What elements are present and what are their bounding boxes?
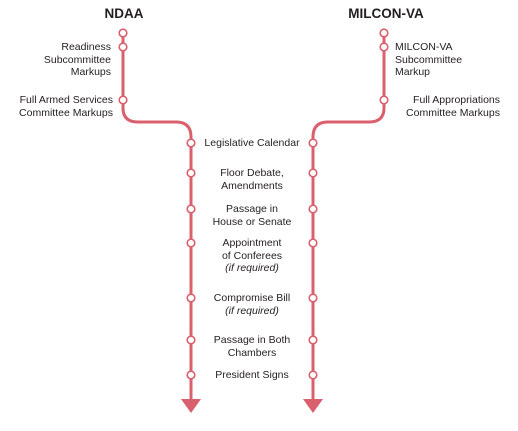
ndaa-president-node [186, 370, 196, 380]
appointment-conferees-label: Appointment of Conferees (if required) [221, 237, 283, 274]
legislative-calendar-label: Legislative Calendar [204, 137, 300, 149]
ndaa-compromise-node [186, 293, 196, 303]
ndaa-calendar-node [186, 138, 196, 148]
ndaa-readiness-node [118, 42, 128, 52]
floor-debate-label: Floor Debate, Amendments [220, 167, 284, 192]
readiness-subcommittee-label: Readiness Subcommittee Markups [43, 41, 111, 78]
full-armed-services-label: Full Armed Services Committee Markups [19, 94, 113, 119]
ndaa-title: NDAA [104, 6, 144, 21]
milcon-track-arrow [303, 399, 323, 413]
ndaa-conferees-node [186, 238, 196, 248]
compromise-bill-label: Compromise Bill (if required) [213, 292, 291, 317]
ndaa-both-chambers-node [186, 335, 196, 345]
milcon-both-chambers-node [308, 335, 318, 345]
milcon-start-node [379, 28, 389, 38]
milcon-va-title: MILCON-VA [348, 6, 424, 21]
milcon-track-line [311, 33, 386, 400]
milcon-conferees-node [308, 238, 318, 248]
ndaa-passage-node [186, 204, 196, 214]
full-appropriations-label: Full Appropriations Committee Markups [406, 94, 500, 119]
ndaa-start-node [118, 28, 128, 38]
milcon-compromise-node [308, 293, 318, 303]
ndaa-floor-node [186, 168, 196, 178]
milcon-president-node [308, 370, 318, 380]
milcon-subcommittee-node [379, 42, 389, 52]
president-signs-label: President Signs [215, 369, 289, 381]
milcon-full-committee-node [379, 95, 389, 105]
passage-both-chambers-label: Passage in Both Chambers [213, 334, 291, 359]
milcon-floor-node [308, 168, 318, 178]
ndaa-track-arrow [181, 399, 201, 413]
passage-house-senate-label: Passage in House or Senate [212, 203, 292, 228]
ndaa-full-committee-node [118, 95, 128, 105]
milcon-passage-node [308, 204, 318, 214]
ndaa-track-line [121, 33, 193, 400]
milcon-calendar-node [308, 138, 318, 148]
milcon-va-subcommittee-label: MILCON-VA Subcommittee Markup [395, 41, 463, 78]
